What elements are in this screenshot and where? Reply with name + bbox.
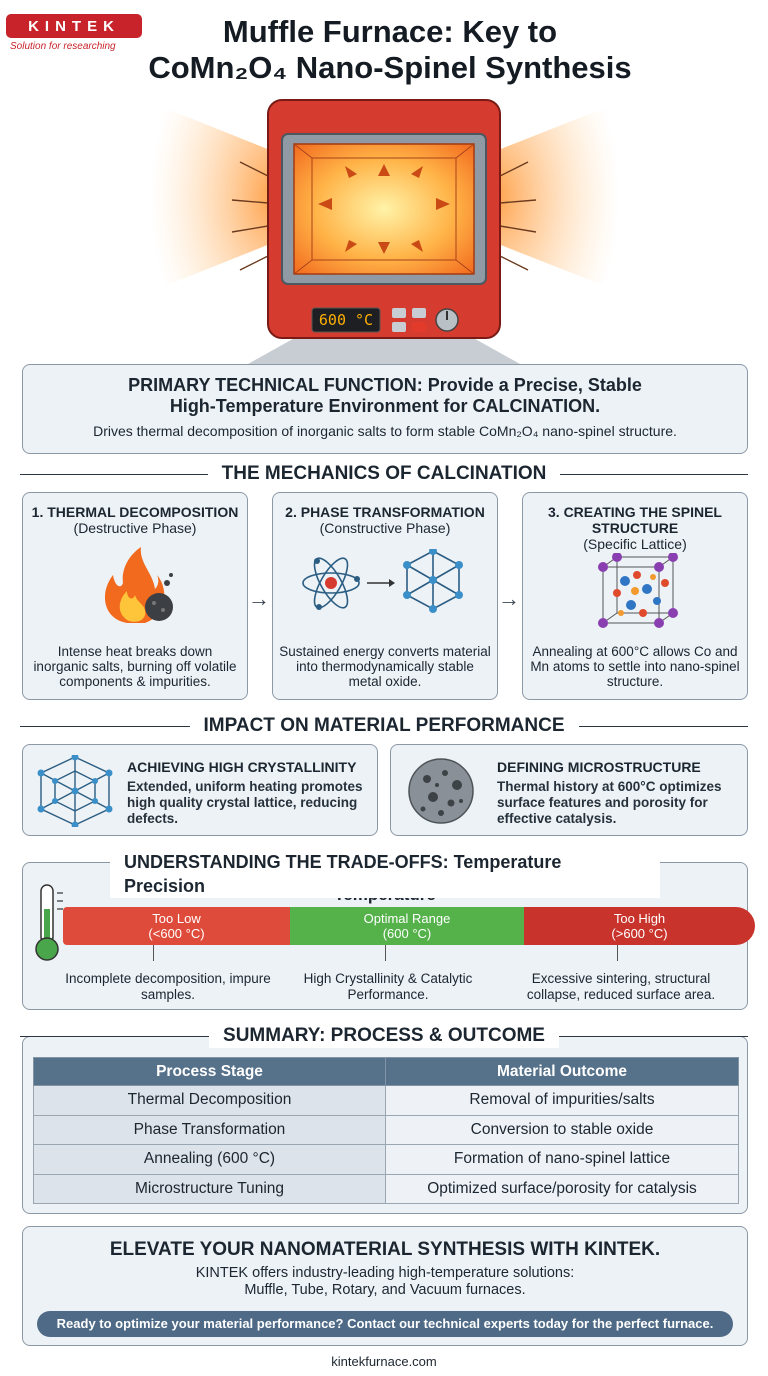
range-label: Too Low bbox=[152, 911, 201, 926]
range-value: (<600 °C) bbox=[148, 926, 205, 941]
tradeoffs-section-heading: UNDERSTANDING THE TRADE-OFFS: Temperatur… bbox=[110, 850, 660, 898]
process-stage-cell: Phase Transformation bbox=[33, 1114, 386, 1145]
range-value: (>600 °C) bbox=[611, 926, 668, 941]
chamber-lines bbox=[293, 143, 475, 275]
contact-experts-button[interactable]: Ready to optimize your material performa… bbox=[37, 1311, 733, 1337]
primary-heading-line-1: PRIMARY TECHNICAL FUNCTION: Provide a Pr… bbox=[128, 375, 642, 395]
impact-section-heading: IMPACT ON MATERIAL PERFORMANCE bbox=[20, 714, 748, 738]
primary-subtitle: Drives thermal decomposition of inorgani… bbox=[93, 423, 677, 439]
step-card-spinel-structure: 3. CREATING THE SPINEL STRUCTURE (Specif… bbox=[522, 492, 748, 700]
range-note: Incomplete decomposition, impure samples… bbox=[65, 971, 271, 1002]
footer-url[interactable]: kintekfurnace.com bbox=[331, 1354, 437, 1369]
range-label: Optimal Range bbox=[363, 911, 451, 926]
mechanics-section-heading: THE MECHANICS OF CALCINATION bbox=[20, 462, 748, 486]
outcome-cell: Formation of nano-spinel lattice bbox=[385, 1144, 739, 1175]
step-title: 2. PHASE TRANSFORMATION bbox=[285, 504, 485, 520]
outcome-cell: Optimized surface/porosity for catalysis bbox=[385, 1173, 739, 1204]
step-title: 3. CREATING THE SPINEL STRUCTURE bbox=[548, 504, 722, 536]
summary-panel: Process Stage Material Outcome Thermal D… bbox=[22, 1036, 748, 1214]
step-subtitle: (Destructive Phase) bbox=[73, 520, 197, 536]
table-row: Annealing (600 °C) Formation of nano-spi… bbox=[33, 1144, 739, 1175]
heat-glow-left bbox=[150, 102, 275, 292]
summary-section-heading: SUMMARY: PROCESS & OUTCOME bbox=[20, 1024, 748, 1048]
impact-body: Thermal history at 600°C optimizes surfa… bbox=[497, 779, 722, 826]
table-row: Thermal Decomposition Removal of impurit… bbox=[33, 1085, 739, 1116]
step-body: Sustained energy converts material into … bbox=[279, 644, 491, 689]
table-row: Microstructure Tuning Optimized surface/… bbox=[33, 1173, 739, 1204]
logo-text: KINTEK bbox=[28, 17, 120, 35]
step-subtitle: (Constructive Phase) bbox=[319, 520, 451, 536]
control-button bbox=[392, 322, 406, 332]
summary-heading: SUMMARY: PROCESS & OUTCOME bbox=[209, 1024, 559, 1048]
step-arrow-icon: → bbox=[498, 586, 520, 611]
process-stage-cell: Thermal Decomposition bbox=[33, 1085, 386, 1116]
tradeoffs-heading: UNDERSTANDING THE TRADE-OFFS: Temperatur… bbox=[110, 850, 660, 898]
step-arrow-icon: → bbox=[248, 586, 270, 611]
control-button bbox=[412, 308, 426, 318]
primary-heading-line-2: High-Temperature Environment for CALCINA… bbox=[169, 396, 601, 416]
step-body: Intense heat breaks down inorganic salts… bbox=[33, 644, 237, 689]
range-tick bbox=[617, 945, 618, 961]
temperature-display bbox=[311, 307, 381, 333]
step-subtitle: (Specific Lattice) bbox=[583, 536, 687, 552]
temp-range-optimal: Optimal Range (600 °C) bbox=[290, 907, 524, 945]
muffle-furnace-illustration: 600 °C bbox=[150, 99, 620, 364]
range-note: Excessive sintering, structural collapse… bbox=[526, 971, 716, 1002]
mechanics-heading: THE MECHANICS OF CALCINATION bbox=[207, 462, 561, 486]
heat-arrows bbox=[318, 164, 450, 254]
atom-to-lattice-icon bbox=[302, 549, 463, 613]
step-body: Annealing at 600°C allows Co and Mn atom… bbox=[530, 644, 740, 689]
logo-tagline: Solution for researching bbox=[10, 41, 116, 52]
cta-heading: ELEVATE YOUR NANOMATERIAL SYNTHESIS WITH… bbox=[109, 1239, 661, 1260]
page-title: Muffle Furnace: Key to CoMn₂O₄ Nano-Spin… bbox=[120, 14, 660, 86]
cta-body-line-1: KINTEK offers industry-leading high-temp… bbox=[195, 1265, 575, 1281]
heat-glow-right bbox=[493, 102, 620, 292]
range-value: (600 °C) bbox=[382, 926, 432, 941]
temp-range-too-high: Too High (>600 °C) bbox=[524, 907, 755, 945]
title-line-2: CoMn₂O₄ Nano-Spinel Synthesis bbox=[148, 50, 632, 85]
range-tick bbox=[153, 945, 154, 961]
range-note: High Crystallinity & Catalytic Performan… bbox=[303, 971, 473, 1002]
control-button bbox=[392, 308, 406, 318]
step-card-thermal-decomposition: 1. THERMAL DECOMPOSITION (Destructive Ph… bbox=[22, 492, 248, 700]
impact-card-crystallinity: ACHIEVING HIGH CRYSTALLINITY Extended, u… bbox=[22, 744, 378, 836]
cta-body-line-2: Muffle, Tube, Rotary, and Vacuum furnace… bbox=[244, 1282, 526, 1298]
impact-title: ACHIEVING HIGH CRYSTALLINITY bbox=[127, 759, 357, 775]
temp-range-too-low: Too Low (<600 °C) bbox=[63, 907, 290, 945]
outcome-cell: Removal of impurities/salts bbox=[385, 1085, 739, 1116]
summary-table: Process Stage Material Outcome Thermal D… bbox=[33, 1057, 739, 1204]
column-header: Process Stage bbox=[33, 1057, 386, 1086]
impact-card-microstructure: DEFINING MICROSTRUCTURE Thermal history … bbox=[390, 744, 748, 836]
title-line-1: Muffle Furnace: Key to bbox=[222, 14, 558, 49]
outcome-cell: Conversion to stable oxide bbox=[385, 1114, 739, 1145]
porous-particle-icon bbox=[408, 758, 474, 824]
primary-function-panel: PRIMARY TECHNICAL FUNCTION: Provide a Pr… bbox=[22, 364, 748, 454]
cta-panel: ELEVATE YOUR NANOMATERIAL SYNTHESIS WITH… bbox=[22, 1226, 748, 1346]
furnace-chamber bbox=[293, 143, 475, 275]
step-title: 1. THERMAL DECOMPOSITION bbox=[31, 504, 239, 520]
table-row: Phase Transformation Conversion to stabl… bbox=[33, 1114, 739, 1145]
flame-icon bbox=[104, 547, 173, 623]
kintek-logo: KINTEK Solution for researching bbox=[6, 14, 142, 52]
column-header: Material Outcome bbox=[385, 1057, 739, 1086]
impact-body: Extended, uniform heating promotes high … bbox=[127, 779, 363, 826]
range-label: Too High bbox=[613, 911, 666, 926]
spinel-lattice-icon bbox=[598, 553, 678, 628]
control-button-red bbox=[412, 322, 426, 332]
furnace-stand bbox=[248, 335, 520, 364]
crystal-lattice-icon bbox=[37, 755, 113, 827]
thermometer-icon bbox=[35, 884, 63, 961]
impact-title: DEFINING MICROSTRUCTURE bbox=[497, 759, 701, 775]
impact-heading: IMPACT ON MATERIAL PERFORMANCE bbox=[189, 714, 579, 738]
range-tick bbox=[385, 945, 386, 961]
process-stage-cell: Annealing (600 °C) bbox=[33, 1144, 386, 1175]
process-stage-cell: Microstructure Tuning bbox=[33, 1173, 386, 1204]
display-reading: 600 °C bbox=[319, 311, 373, 329]
step-card-phase-transformation: 2. PHASE TRANSFORMATION (Constructive Ph… bbox=[272, 492, 498, 700]
